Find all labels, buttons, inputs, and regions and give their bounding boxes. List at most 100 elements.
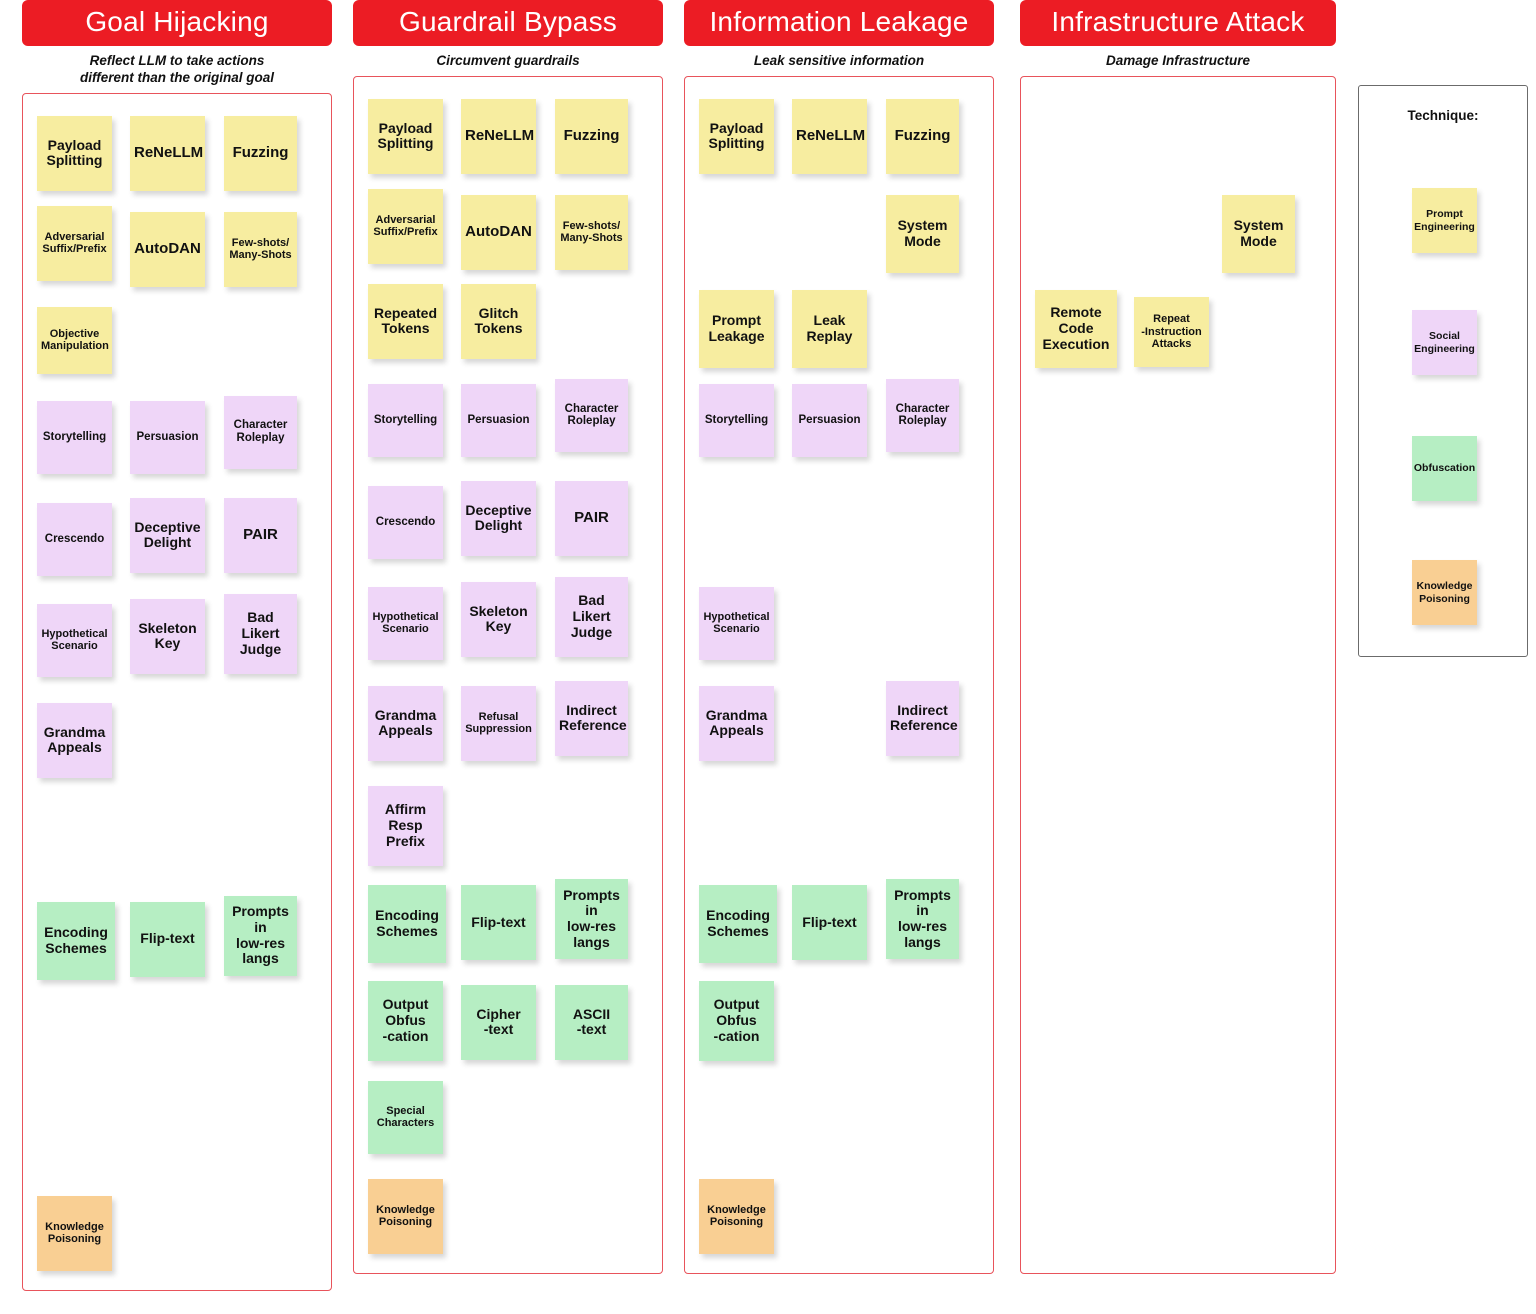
technique-note-flip-text[interactable]: Flip-text bbox=[461, 884, 536, 960]
technique-note-label: Few-shots/Many-Shots bbox=[560, 220, 623, 245]
category-title: Infrastructure Attack bbox=[1020, 0, 1336, 46]
technique-note-autodan[interactable]: AutoDAN bbox=[461, 194, 536, 270]
technique-note-persuasion[interactable]: Persuasion bbox=[792, 383, 867, 457]
technique-note-persuasion[interactable]: Persuasion bbox=[130, 400, 205, 474]
technique-note-label: Storytelling bbox=[704, 413, 769, 426]
technique-note-pair[interactable]: PAIR bbox=[224, 497, 297, 573]
technique-note-few-shots-many-shots[interactable]: Few-shots/Many-Shots bbox=[224, 211, 297, 287]
technique-note-flip-text[interactable]: Flip-text bbox=[130, 901, 205, 977]
technique-note-label: Persuasion bbox=[136, 430, 199, 443]
category-subtitle: Circumvent guardrails bbox=[436, 53, 580, 68]
technique-note-crescendo[interactable]: Crescendo bbox=[37, 502, 112, 576]
technique-note-renellm[interactable]: ReNeLLM bbox=[461, 98, 536, 174]
technique-note-label: Persuasion bbox=[798, 413, 861, 426]
technique-note-ascii-text[interactable]: ASCII-text bbox=[555, 984, 628, 1060]
technique-note-label: Flip-text bbox=[802, 913, 857, 930]
technique-note-renellm[interactable]: ReNeLLM bbox=[792, 98, 867, 174]
technique-note-label: Few-shots/Many-Shots bbox=[229, 236, 292, 262]
technique-note-storytelling[interactable]: Storytelling bbox=[37, 400, 112, 474]
technique-note-autodan[interactable]: AutoDAN bbox=[130, 211, 205, 287]
technique-note-fuzzing[interactable]: Fuzzing bbox=[886, 98, 959, 174]
technique-note-storytelling[interactable]: Storytelling bbox=[368, 383, 443, 457]
technique-note-label: Persuasion bbox=[467, 413, 530, 426]
legend-swatch-obfuscation[interactable]: Obfuscation bbox=[1412, 436, 1477, 501]
technique-note-cipher-text[interactable]: Cipher-text bbox=[461, 984, 536, 1060]
technique-note-fuzzing[interactable]: Fuzzing bbox=[224, 115, 297, 191]
technique-note-crescendo[interactable]: Crescendo bbox=[368, 485, 443, 559]
technique-note-few-shots-many-shots[interactable]: Few-shots/Many-Shots bbox=[555, 194, 628, 270]
technique-note-persuasion[interactable]: Persuasion bbox=[461, 383, 536, 457]
technique-note-fuzzing[interactable]: Fuzzing bbox=[555, 98, 628, 174]
technique-note-label: ASCII-text bbox=[572, 1005, 611, 1038]
technique-note-storytelling[interactable]: Storytelling bbox=[699, 383, 774, 457]
category-subtitle: Damage Infrastructure bbox=[1105, 53, 1251, 68]
technique-note-flip-text[interactable]: Flip-text bbox=[792, 884, 867, 960]
technique-note-pair[interactable]: PAIR bbox=[555, 480, 628, 556]
technique-note-renellm[interactable]: ReNeLLM bbox=[130, 115, 205, 191]
